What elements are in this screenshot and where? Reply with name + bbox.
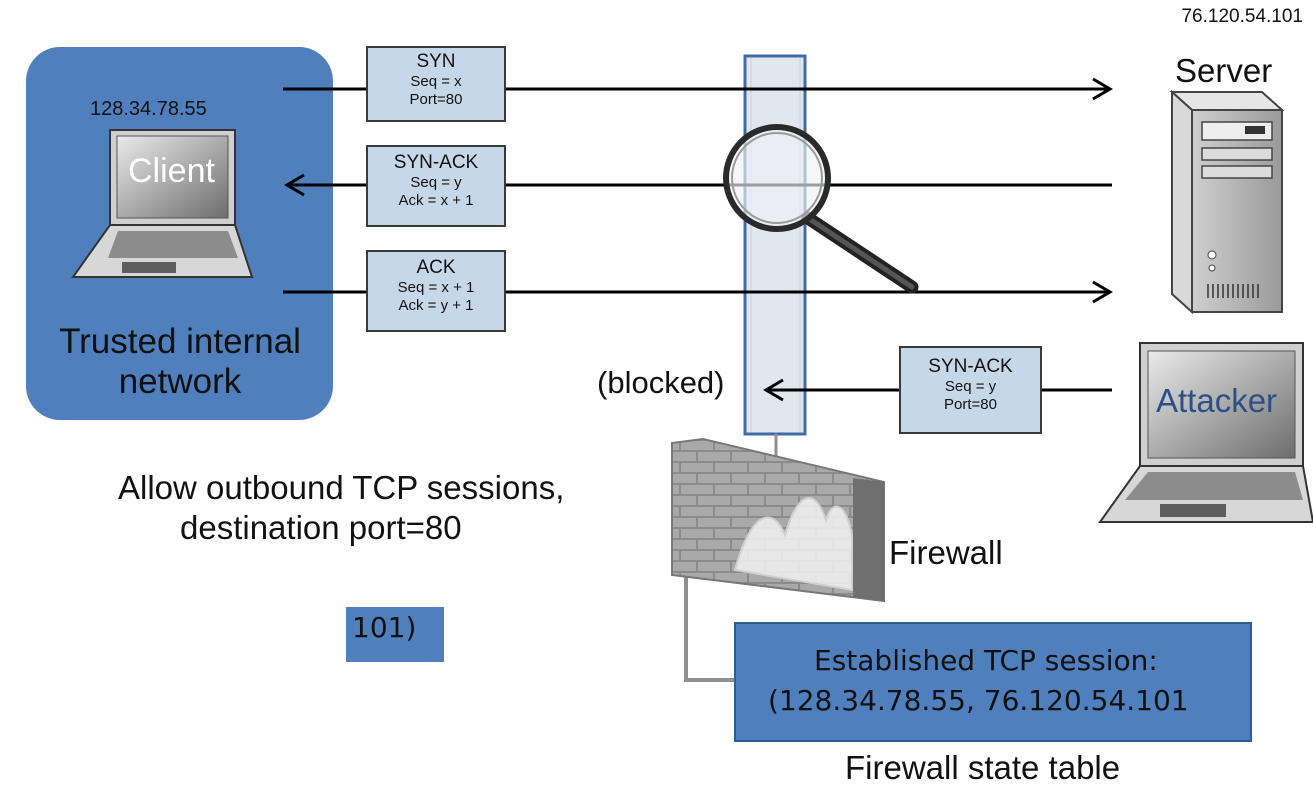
server-icon: [1169, 89, 1285, 315]
synack-title: SYN-ACK: [393, 152, 479, 173]
fragment-box: [346, 607, 444, 662]
synack-message-box: SYN-ACK Seq = y Ack = x + 1: [366, 145, 506, 227]
brick-wall-icon: [671, 437, 885, 603]
state-table-line1: Established TCP session:: [814, 644, 1158, 677]
syn-port: Port=80: [409, 91, 463, 108]
client-ip: 128.34.78.55: [90, 98, 207, 120]
state-table-line2: (128.34.78.55, 76.120.54.101: [768, 684, 1189, 717]
server-label: Server: [1175, 52, 1273, 89]
blocked-label: (blocked): [597, 365, 725, 400]
attacker-synack-seq: Seq = y: [944, 378, 997, 395]
firewall-label: Firewall: [889, 534, 1003, 571]
ack-ack: Ack = y + 1: [398, 297, 474, 314]
attacker-arrowhead: [763, 378, 784, 402]
server-ip: 76.120.54.101: [1181, 6, 1303, 27]
firewall-rule-line2: destination port=80: [180, 509, 462, 546]
trusted-network-label-line1: Trusted internal: [59, 322, 301, 361]
synack-seq: Seq = y: [410, 174, 462, 191]
attacker-synack-message-box: SYN-ACK Seq = y Port=80: [899, 346, 1042, 434]
wall-to-state-connector: [684, 570, 735, 682]
attacker-laptop-icon: [1098, 342, 1313, 523]
synack-arrowhead: [284, 173, 305, 197]
attacker-label: Attacker: [1156, 382, 1278, 419]
state-table-box: [734, 622, 1252, 742]
trusted-network-label-line2: network: [118, 362, 242, 401]
state-table-caption: Firewall state table: [845, 749, 1121, 786]
fragment-text: 101): [352, 611, 417, 644]
magnifier-icon: [723, 124, 919, 294]
syn-message-box: SYN Seq = x Port=80: [366, 46, 506, 122]
syn-arrowhead: [1092, 77, 1113, 101]
firewall-rule-line1: Allow outbound TCP sessions,: [118, 469, 565, 506]
ack-message-box: ACK Seq = x + 1 Ack = y + 1: [366, 250, 506, 332]
syn-seq: Seq = x: [410, 73, 462, 90]
synack-ack: Ack = x + 1: [398, 192, 474, 209]
ack-title: ACK: [416, 257, 456, 278]
trusted-network-label: Trusted internal network: [30, 322, 330, 402]
attacker-synack-port: Port=80: [944, 396, 997, 413]
syn-title: SYN: [416, 51, 456, 72]
firewall-column: [743, 54, 807, 436]
client-label: Client: [128, 152, 215, 190]
ack-seq: Seq = x + 1: [397, 279, 475, 296]
ack-arrowhead: [1092, 280, 1113, 304]
attacker-synack-title: SYN-ACK: [928, 356, 1013, 377]
firewall-rule: Allow outbound TCP sessions, destination…: [118, 468, 564, 548]
client-laptop-icon: [71, 129, 254, 278]
